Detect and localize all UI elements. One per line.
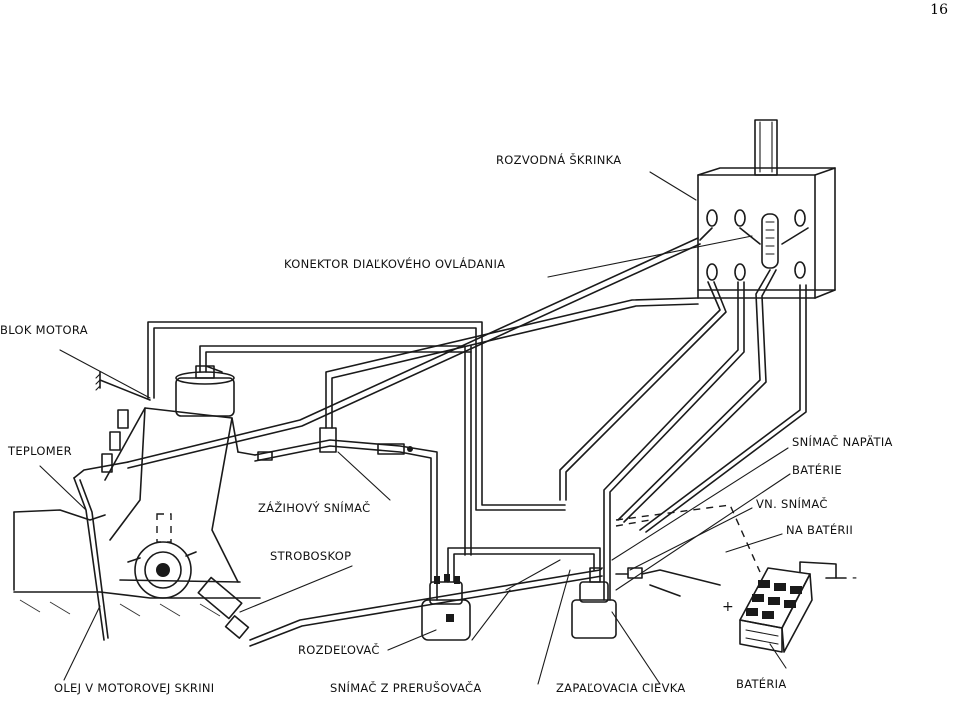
thermometer-gauge [761,213,779,269]
battery-minus-sign: - [852,570,857,586]
distribution-box [697,119,836,299]
ignition-sensor [257,427,413,461]
distributor-cap [421,574,471,641]
crank-pulley [127,513,197,599]
thermometer-probe [73,461,129,641]
label-stroboskop: STROBOSKOP [270,549,351,563]
page-number: 16 [930,2,948,18]
stroboscope-device [197,576,250,639]
label-rozvodna-skrinka: ROZVODNÁ ŠKRINKA [496,152,621,167]
label-vn-snimac: VN. SNÍMAČ [756,496,828,511]
label-na-baterii: NA BATÉRII [786,522,853,537]
label-zazihovy-snimac: ZÁŽIHOVÝ SNÍMAČ [258,500,370,515]
label-rozdelovac: ROZDEĽOVAČ [298,642,380,657]
wiring-harness [127,227,809,647]
leader-lines [39,171,791,685]
label-olej: OLEJ V MOTOROVEJ SKRINI [54,681,214,695]
label-snimac-prerusovaca: SNÍMAČ Z PRERUŠOVAČA [330,680,482,695]
label-teplomer: TEPLOMER [7,444,72,458]
label-blok-motora: BLOK MOTORA [0,323,88,337]
high-voltage-sensor [615,567,721,586]
engine-block [13,365,261,617]
label-bateria: BATÉRIA [736,676,787,691]
battery-plus-sign: + [722,599,734,615]
lamp-sockets [706,209,806,281]
dashed-connections [615,504,761,573]
battery: + - [722,561,857,653]
label-zapalovacia-cievka: ZAPAĽOVACIA CIEVKA [556,681,686,695]
label-konektor: KONEKTOR DIAĽKOVÉHO OVLÁDANIA [284,256,505,271]
engine-top-housing [175,365,235,417]
label-baterie: BATÉRIE [792,462,842,477]
ground-symbol-engine [95,371,151,401]
ignition-coil [571,567,617,639]
label-snimac-napatia: SNÍMAČ NAPÄTIA [792,434,893,449]
